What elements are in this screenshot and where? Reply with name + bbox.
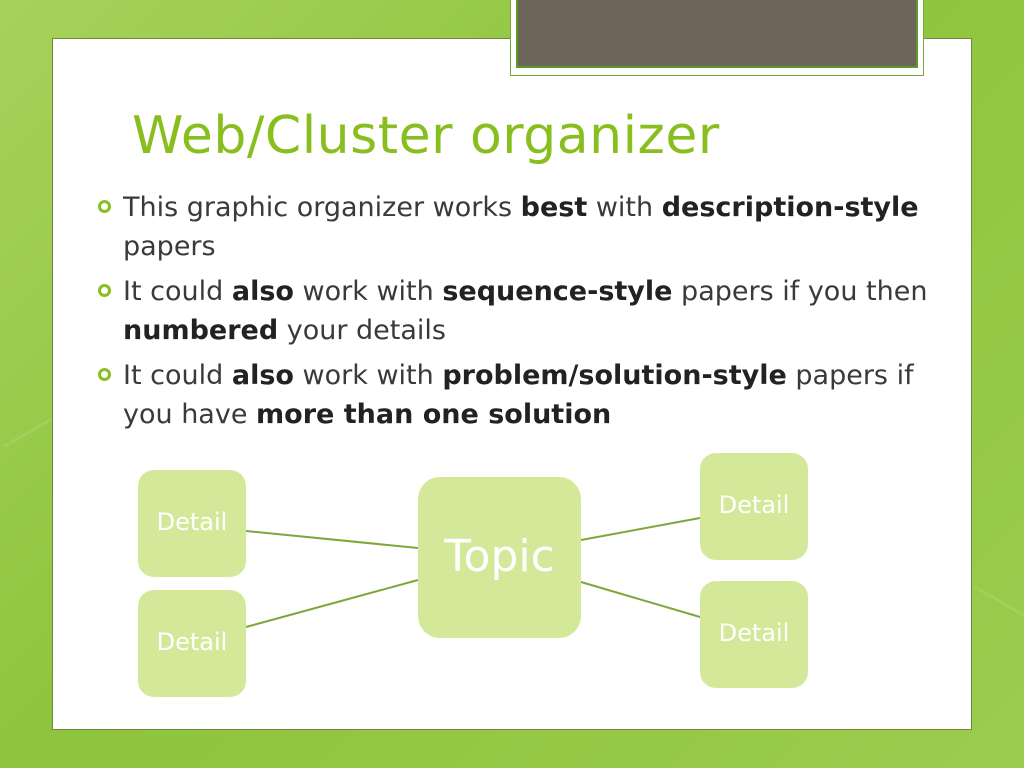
ring-bullet-icon [98,368,111,381]
detail-node: Detail [138,590,246,697]
detail-node: Detail [700,581,808,688]
bullet-item: It could also work with sequence-style p… [98,272,928,350]
bullet-text: This graphic organizer works best with d… [123,192,919,262]
header-tab-block [516,0,918,68]
bullet-item: It could also work with problem/solution… [98,356,928,434]
slide-title: Web/Cluster organizer [132,106,720,166]
topic-node: Topic [418,477,581,638]
bullet-item: This graphic organizer works best with d… [98,188,928,266]
ring-bullet-icon [98,200,111,213]
ring-bullet-icon [98,284,111,297]
bullet-text: It could also work with sequence-style p… [123,276,928,346]
detail-node: Detail [138,470,246,577]
detail-node: Detail [700,453,808,560]
bullet-list: This graphic organizer works best with d… [98,188,928,440]
background-stripe [3,415,57,448]
background-stripe [973,585,1024,618]
bullet-text: It could also work with problem/solution… [123,360,914,430]
